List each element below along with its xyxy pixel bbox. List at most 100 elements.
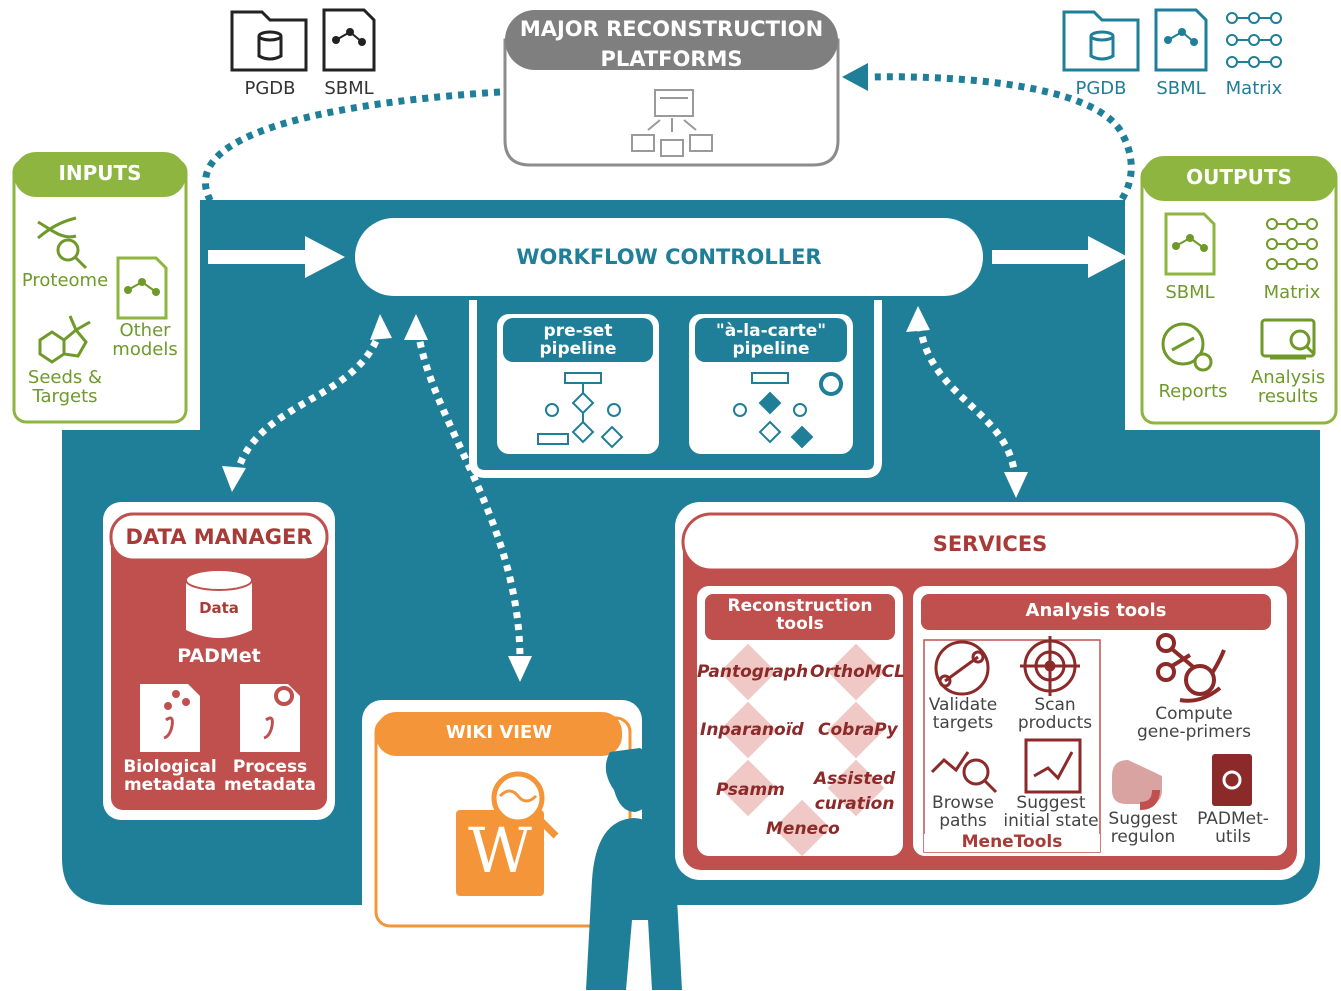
padmet-utils-label: PADMet- utils xyxy=(1190,809,1276,847)
workflow-wiki-arrow xyxy=(404,314,532,682)
preset-flowchart-icon xyxy=(537,372,624,449)
matrix-icon-right xyxy=(1226,12,1282,68)
padmetutils-line1: PADMet- xyxy=(1197,809,1269,829)
analysis-tools-header xyxy=(921,594,1271,630)
analysis-results-label: Analysis results xyxy=(1244,367,1332,407)
wiki-header xyxy=(376,712,622,756)
molecule-icon xyxy=(38,315,91,364)
workflow-to-outputs-arrow xyxy=(992,236,1128,278)
sbml-right-label: SBML xyxy=(1156,78,1206,99)
inputs-to-workflow-arrow xyxy=(208,236,345,278)
services-title: SERVICES xyxy=(932,532,1048,556)
analysis-results-line2: results xyxy=(1257,385,1319,407)
analysis-tools-title: Analysis tools xyxy=(1025,600,1167,621)
alacarte-line1: "à-la-carte" xyxy=(715,321,827,341)
matrix-right-label: Matrix xyxy=(1225,78,1283,99)
platforms-title-line1: MAJOR RECONSTRUCTION xyxy=(519,17,824,41)
scan-line2: products xyxy=(1017,712,1093,733)
analysis-results-icon xyxy=(1260,318,1316,360)
platforms-title: MAJOR RECONSTRUCTION PLATFORMS xyxy=(505,14,838,75)
tool-cobrapy: CobraPy xyxy=(818,720,898,740)
alacarte-pipeline-title: "à-la-carte" pipeline xyxy=(695,321,847,359)
suggest-regulon-icon xyxy=(1112,760,1162,810)
seeds-targets-label: Seeds & Targets xyxy=(20,367,110,407)
platform-icon xyxy=(631,89,713,157)
data-manager-header xyxy=(109,512,329,562)
sbml-output-icon xyxy=(1164,212,1216,276)
services-header xyxy=(681,512,1299,572)
tool-assisted-curation: Assisted curation xyxy=(814,767,895,816)
wiki-logo-letter: W xyxy=(468,814,532,887)
preset-line2: pipeline xyxy=(539,338,617,359)
database-label: Data xyxy=(199,599,239,617)
other-models-icon xyxy=(116,256,168,320)
bio-line2: metadata xyxy=(123,774,217,795)
matrix-output-icon xyxy=(1266,218,1318,270)
workflow-datamanager-arrow xyxy=(222,314,392,492)
scan-products-label: Scan products xyxy=(1012,695,1098,733)
alacarte-flowchart-icon xyxy=(733,372,843,449)
preset-line1: pre-set xyxy=(543,321,613,341)
compute-gene-primers-icon xyxy=(1156,633,1226,703)
reports-label: Reports xyxy=(1158,381,1228,402)
compute-line1: Compute xyxy=(1155,704,1233,724)
suggest-line2: initial state xyxy=(1003,810,1099,831)
platforms-box xyxy=(503,38,840,167)
suggest-line1: Suggest xyxy=(1016,793,1086,813)
other-models-line2: models xyxy=(112,338,178,360)
preset-pipeline-header xyxy=(503,318,653,362)
analysis-results-line1: Analysis xyxy=(1250,367,1326,388)
seeds-line1: Seeds & xyxy=(27,367,103,388)
pipeline-frame xyxy=(469,300,882,478)
wiki-search-icon xyxy=(491,771,559,839)
padmet-label: PADMet xyxy=(177,645,261,667)
proteome-label: Proteome xyxy=(21,270,109,291)
scan-line1: Scan xyxy=(1034,695,1076,715)
pgdb-icon-right xyxy=(1062,10,1140,72)
recon-title-line1: Reconstruction xyxy=(727,596,873,616)
sbml-icon-left xyxy=(322,8,376,72)
recon-title-line2: tools xyxy=(776,613,824,634)
process-metadata-label: Process metadata xyxy=(222,757,318,795)
validate-targets-label: Validate targets xyxy=(922,696,1004,733)
outputs-header xyxy=(1142,156,1336,201)
padmet-utils-icon xyxy=(1212,754,1252,806)
menetools-label: MeneTools xyxy=(924,833,1100,852)
data-manager-title: DATA MANAGER xyxy=(125,525,313,549)
proc-line1: Process xyxy=(232,757,308,777)
tool-psamm: Psamm xyxy=(716,780,785,800)
workflow-to-platforms-arrow xyxy=(869,73,1135,254)
regulon-line1: Suggest xyxy=(1108,809,1178,829)
alacarte-pipeline-header xyxy=(695,318,847,362)
scan-products-icon xyxy=(1020,636,1080,696)
wiki-logo-box xyxy=(456,810,544,896)
platforms-arrowhead xyxy=(842,63,868,91)
platforms-header xyxy=(505,10,838,70)
bio-line1: Biological xyxy=(123,757,217,777)
inputs-header xyxy=(14,152,186,197)
reports-icon xyxy=(1161,322,1213,372)
sbml-output-label: SBML xyxy=(1165,282,1215,303)
compute-line2: gene-primers xyxy=(1137,721,1251,742)
browse-line1: Browse xyxy=(932,793,994,813)
tool-pantograph: Pantograph xyxy=(697,662,809,682)
compute-gene-primers-label: Compute gene-primers xyxy=(1126,704,1262,742)
dna-search-icon xyxy=(37,216,88,270)
workflow-controller-box xyxy=(355,218,983,296)
suggest-initial-state-label: Suggest initial state xyxy=(1000,793,1102,831)
seeds-line2: Targets xyxy=(32,385,98,407)
workflow-controller-title: WORKFLOW CONTROLLER xyxy=(516,245,822,269)
validate-line2: targets xyxy=(932,712,994,733)
tool-orthomcl: OrthoMCL xyxy=(810,662,905,682)
pgdb-right-label: PGDB xyxy=(1075,78,1127,99)
suggest-initial-state-icon xyxy=(1024,738,1082,794)
tool-inparanoid: Inparanoïd xyxy=(700,720,804,740)
outputs-title: OUTPUTS xyxy=(1186,165,1292,189)
browse-paths-label: Browse paths xyxy=(926,793,1000,831)
alacarte-line2: pipeline xyxy=(732,338,810,359)
other-models-line1: Other xyxy=(119,320,171,341)
biological-metadata-label: Biological metadata xyxy=(120,757,220,795)
matrix-output-label: Matrix xyxy=(1263,282,1321,303)
